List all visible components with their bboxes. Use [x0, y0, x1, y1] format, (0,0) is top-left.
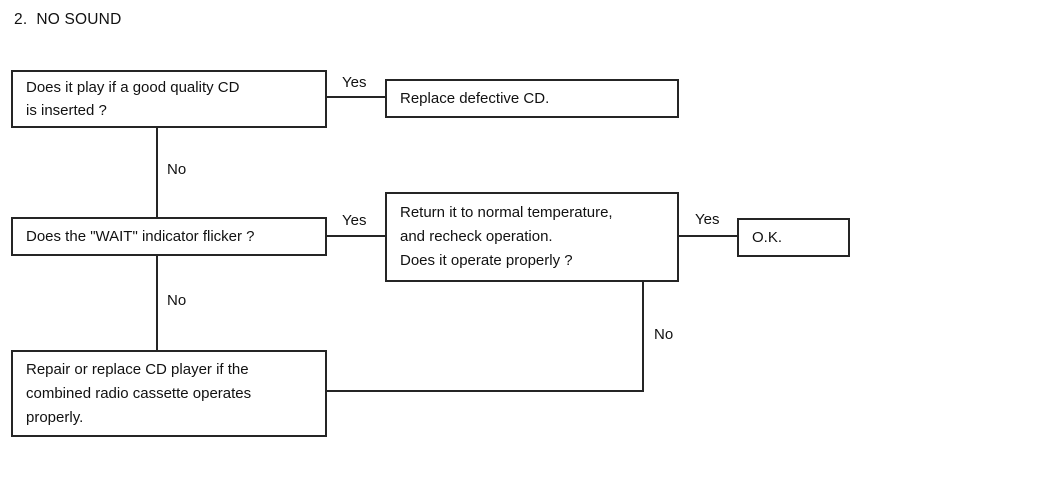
connector-yes-q3-to-ok [679, 235, 737, 237]
connector-no-q3-to-repair-horizontal [327, 390, 644, 392]
box-text-line: Does it play if a good quality CD [26, 79, 240, 96]
edge-label-no-q3: No [652, 326, 676, 343]
edge-label-yes-q2: Yes [340, 212, 369, 229]
connector-yes-q1-to-replace-cd [327, 96, 385, 98]
edge-label-no-q1: No [165, 161, 189, 178]
action-box-repair-or-replace-cd-player: Repair or replace CD player if the combi… [11, 350, 327, 437]
action-box-replace-defective-cd: Replace defective CD. [385, 79, 679, 118]
box-text-line: Does the "WAIT" indicator flicker ? [26, 228, 255, 245]
connector-no-q3-vertical [642, 282, 644, 392]
question-box-return-normal-temperature: Return it to normal temperature, and rec… [385, 192, 679, 282]
box-text-line: properly. [26, 408, 84, 426]
box-text-line: Return it to normal temperature, [400, 204, 613, 221]
box-text-line: O.K. [752, 229, 783, 246]
box-text-line: Replace defective CD. [400, 90, 550, 107]
box-text-line: Does it operate properly ? [400, 252, 573, 269]
flowchart-title: 2. NO SOUND [14, 11, 122, 28]
connector-no-q2-to-repair [156, 256, 158, 350]
question-box-good-cd-inserted: Does it play if a good quality CD is ins… [11, 70, 327, 128]
edge-label-no-q2: No [165, 292, 189, 309]
edge-label-yes-q3: Yes [693, 211, 722, 228]
connector-no-q1-to-wait-indicator [156, 128, 158, 217]
box-text-line: combined radio cassette operates [26, 384, 252, 402]
box-text-line: Repair or replace CD player if the [26, 360, 249, 378]
edge-label-yes-q1: Yes [340, 74, 369, 91]
connector-yes-q2-to-normal-temperature [327, 235, 385, 237]
box-text-line: is inserted ? [26, 102, 107, 119]
result-box-ok: O.K. [737, 218, 850, 257]
question-box-wait-indicator-flicker: Does the "WAIT" indicator flicker ? [11, 217, 327, 256]
box-text-line: and recheck operation. [400, 228, 553, 245]
